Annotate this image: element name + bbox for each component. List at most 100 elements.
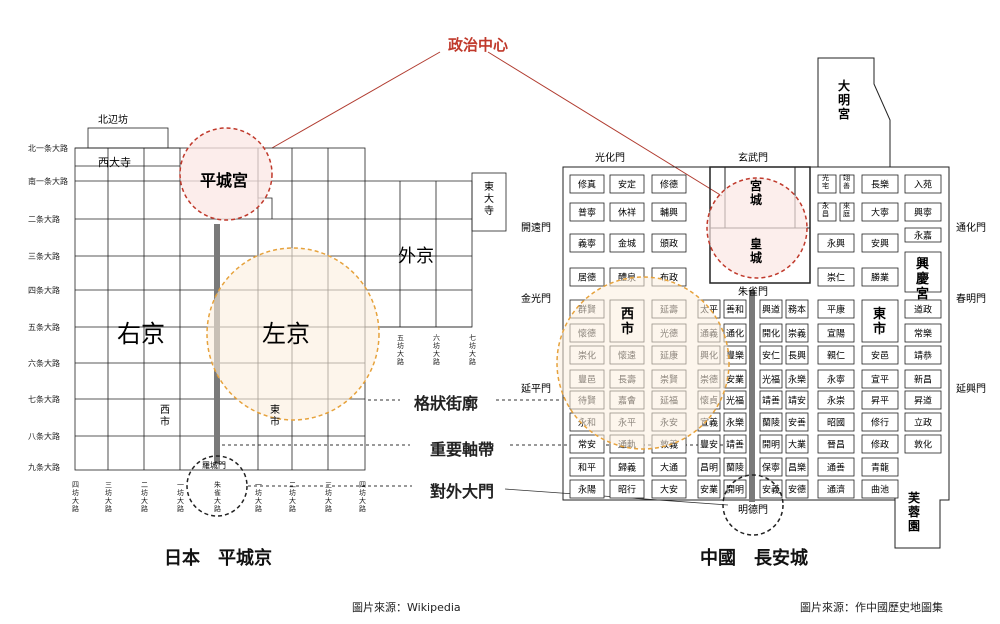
ward-block-label: 親仁 [827, 350, 845, 362]
ward-block-label: 開明 [762, 440, 780, 451]
ward-block-label: 保寧 [762, 462, 780, 474]
ward-block-label: 開明 [726, 485, 744, 496]
ward-block-label: 昌樂 [788, 462, 806, 474]
ward-block-label: 善 [843, 181, 850, 190]
rajo-gate-circle [186, 455, 248, 517]
furong-label: 園 [908, 519, 920, 533]
heijo-north-block [87, 127, 169, 149]
ward-block [861, 479, 899, 499]
furong-label: 蓉 [908, 504, 921, 519]
bottom-road-label: 路 [105, 504, 112, 513]
ward-block [904, 299, 942, 319]
road-label: 北一条大路 [28, 143, 68, 153]
changan-west-market-label: 西市 [621, 307, 634, 337]
gekyo-road-label: 大 [469, 349, 476, 358]
ward-block-label: 光福 [762, 374, 780, 386]
ward-block-label: 豐安 [700, 439, 718, 451]
bottom-road-label: 坊 [72, 488, 79, 497]
road-label: 六条大路 [28, 358, 60, 368]
ward-block-label: 晉昌 [827, 440, 845, 451]
ward-block-label: 蘭陵 [762, 417, 780, 429]
gekyo-road-label: 坊 [433, 341, 440, 350]
ward-block [759, 369, 783, 389]
heijo-east-market-label: 東 [270, 403, 280, 416]
ward-block [697, 434, 721, 454]
saidaiji-label: 西大寺 [98, 155, 131, 169]
ward-block [609, 233, 645, 253]
ward-block-label: 崇義 [788, 328, 806, 340]
changan-east-market-label: 市 [873, 321, 886, 337]
east-market-label: 東市 [270, 403, 280, 428]
ward-block [817, 174, 837, 194]
ward-block [861, 267, 899, 287]
ward-block [861, 412, 899, 432]
ward-block [697, 457, 721, 477]
ward-block [759, 412, 783, 432]
ward-block-label: 修真 [578, 179, 596, 191]
ward-block [817, 457, 855, 477]
ward-block-label: 昇道 [914, 395, 932, 407]
bottom-road-label: 大 [359, 496, 366, 505]
ward-block [609, 202, 645, 222]
bottom-road-label: 坊 [325, 488, 332, 497]
heijo-road-labels: 北一条大路 南一条大路 二条大路 三条大路 四条大路 五条大路 六条大路 七条大… [28, 143, 68, 472]
ward-block [904, 174, 942, 194]
mingde-gate-circle [722, 474, 784, 536]
ward-block [817, 434, 855, 454]
ward-block [723, 457, 747, 477]
ward-block-label: 金城 [618, 238, 636, 250]
ward-block-label: 興道 [762, 304, 780, 316]
political-center-title: 政治中心 [448, 36, 509, 54]
ward-block-label: 開化 [762, 328, 780, 340]
ward-block [817, 299, 855, 319]
bottom-road-label: 路 [72, 504, 79, 513]
ward-block [569, 267, 605, 287]
ward-block [651, 457, 687, 477]
ward-block-label: 安義 [762, 484, 780, 496]
heijo-east-market-label: 市 [270, 415, 280, 428]
ward-block [723, 299, 747, 319]
ward-block [817, 390, 855, 410]
ward-block [785, 345, 809, 365]
todaiji-label: 寺 [484, 205, 494, 217]
guanghua-gate-label: 光化門 [595, 151, 625, 164]
gekyo-road-label: 大 [433, 349, 440, 358]
bottom-road-label: 路 [359, 504, 366, 513]
ward-block [861, 345, 899, 365]
ward-block [904, 227, 942, 243]
road-label: 南一条大路 [28, 176, 68, 186]
bottom-road-label: 坊 [141, 488, 148, 497]
ward-block-label: 昭國 [827, 418, 845, 429]
furong-garden-outline [894, 480, 941, 549]
ward-block-label: 居德 [578, 272, 596, 284]
ward-block [569, 434, 605, 454]
ward-block [697, 479, 721, 499]
ward-block [861, 390, 899, 410]
bottom-road-label: 大 [72, 496, 79, 505]
ward-block-label: 立政 [914, 417, 932, 429]
changan-west-market-label: 西 [621, 307, 634, 322]
ward-block-label: 和平 [578, 463, 596, 474]
changan-zhuque-axis [749, 290, 755, 502]
ward-block-label: 永嘉 [914, 230, 932, 242]
ward-block-label: 善和 [726, 304, 744, 316]
ward-block-label: 大安 [660, 484, 678, 496]
xingqing-block [904, 251, 942, 293]
ward-block-label: 永興 [827, 238, 845, 250]
huang-city-label: 皇 [750, 236, 762, 251]
bottom-road-label: 路 [141, 504, 148, 513]
bottom-road-label: 大 [289, 496, 296, 505]
xingqing-label: 興 [916, 256, 929, 272]
changan-grid-circle [556, 276, 730, 450]
yanping-gate-label: 延平門 [521, 383, 551, 395]
bottom-road-label: 路 [325, 504, 332, 513]
ward-block [785, 412, 809, 432]
gate-callout: 對外大門 [426, 478, 499, 502]
bottom-road-label: 四 [359, 481, 366, 489]
ward-block [759, 323, 783, 343]
ward-block-label: 光 [822, 173, 829, 182]
ward-block [904, 369, 942, 389]
ward-block-label: 修德 [660, 179, 678, 191]
ward-block-label: 義寧 [578, 238, 596, 250]
